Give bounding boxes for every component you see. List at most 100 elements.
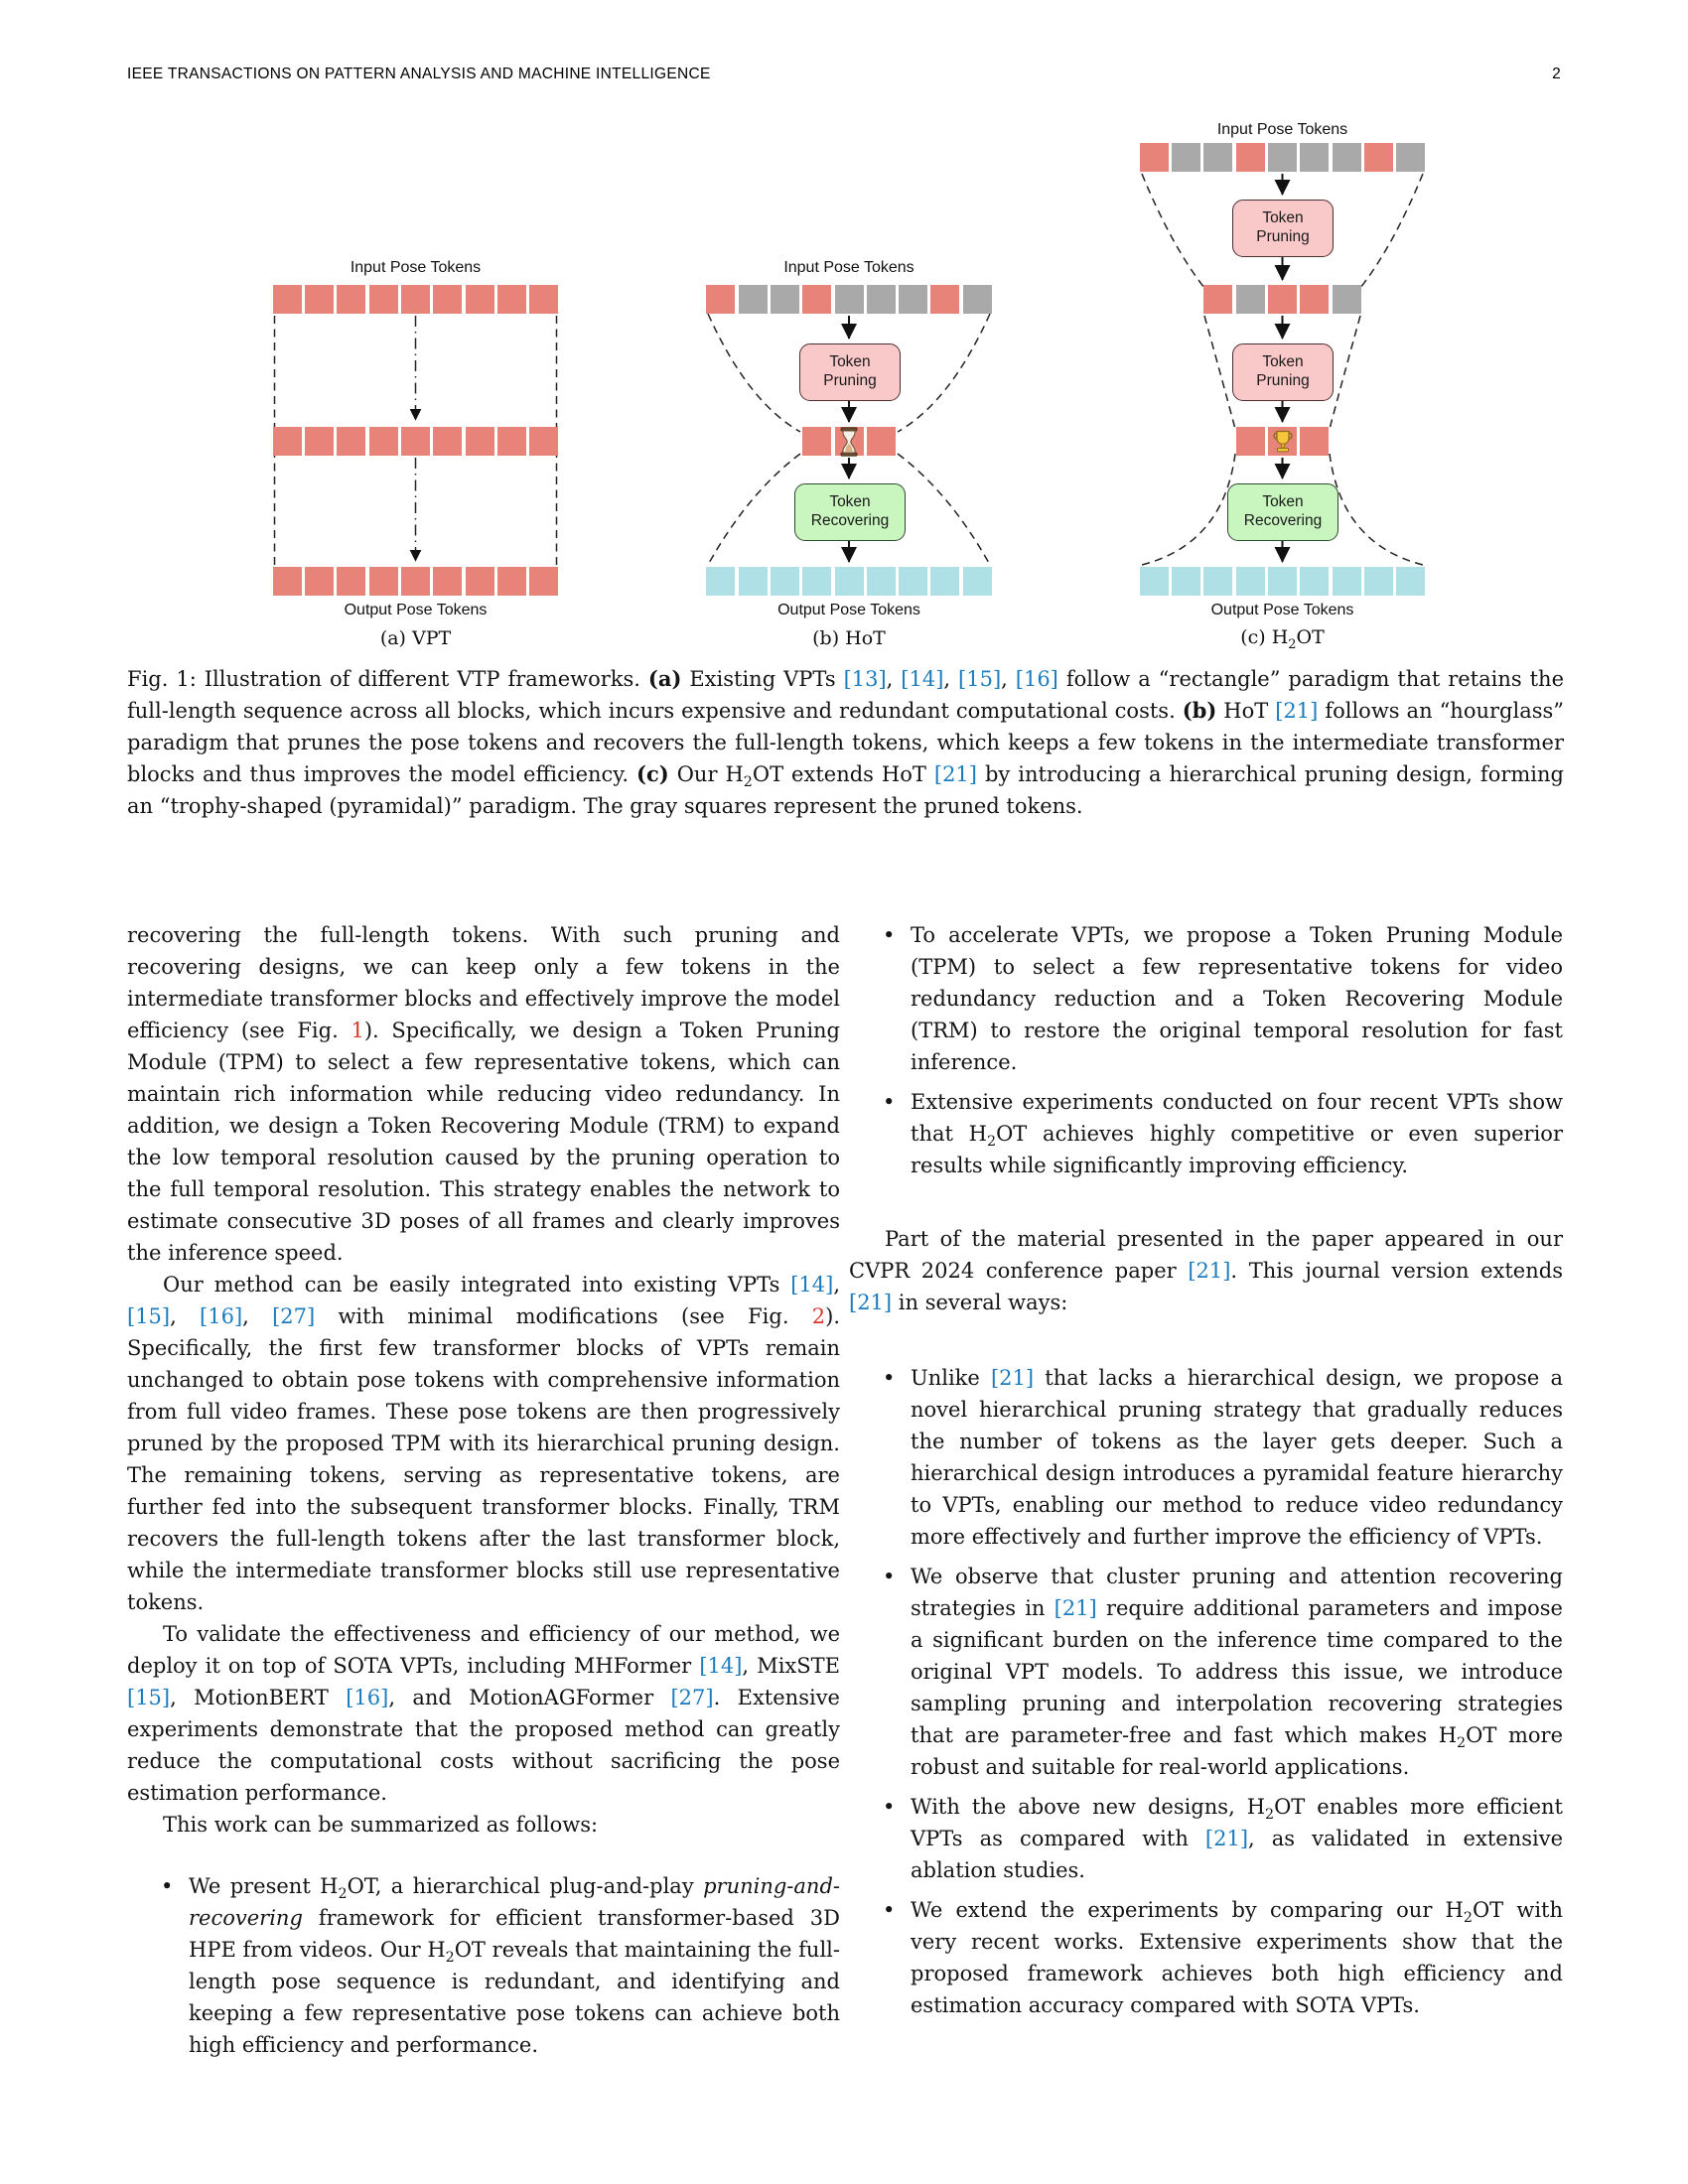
token-red [529, 427, 559, 456]
token-row-pruned [1140, 285, 1425, 314]
token-red [433, 427, 463, 456]
paragraph: Our method can be easily integrated into… [127, 1273, 840, 1614]
token-red [1363, 143, 1393, 172]
bullet-text: We extend the experiments by comparing o… [911, 1898, 1563, 2017]
token-cyan [1139, 567, 1169, 596]
bullet-item: •We extend the experiments by comparing … [849, 1894, 1563, 2021]
bullet-marker: • [883, 1565, 896, 1588]
token-cyan [738, 567, 768, 596]
citation-link[interactable]: [21] [1275, 699, 1319, 723]
token-row [706, 285, 992, 314]
token-red [1203, 285, 1233, 314]
citation-link[interactable]: [21] [933, 762, 977, 786]
token-gray [1172, 143, 1201, 172]
citation-link[interactable]: [16] [1015, 667, 1058, 691]
token-cyan [1235, 567, 1265, 596]
bullet-marker: • [883, 1366, 896, 1390]
token-row-bottleneck [706, 426, 992, 457]
citation-link[interactable]: [21] [1188, 1259, 1231, 1283]
citation-link[interactable]: [13] [843, 667, 887, 691]
bullet-text: We present H2OT, a hierarchical plug-and… [189, 1874, 840, 2057]
citation-link[interactable]: [14] [790, 1273, 834, 1297]
citation-link[interactable]: [15] [127, 1304, 171, 1328]
hourglass-icon [840, 426, 858, 457]
token-pruning-box-2: Token Pruning [1232, 343, 1334, 401]
token-red [433, 567, 463, 596]
token-gray [1396, 143, 1426, 172]
bullet-item: •To accelerate VPTs, we propose a Token … [849, 919, 1563, 1078]
figure-ref-link[interactable]: 2 [811, 1304, 826, 1328]
paragraph: Part of the material presented in the pa… [849, 1227, 1563, 1314]
token-row [1139, 567, 1426, 596]
token-red [433, 285, 463, 314]
token-gray [866, 285, 896, 314]
input-pose-tokens-label: Input Pose Tokens [350, 259, 482, 276]
token-red [496, 285, 526, 314]
citation-link[interactable]: [27] [272, 1304, 316, 1328]
diagram-hot: Input Pose Tokens Token Pruning Token Re… [706, 253, 992, 650]
token-cyan [1203, 567, 1233, 596]
token-pruning-box: Token Pruning [799, 343, 901, 401]
subfigure-caption-a: (a) VPT [379, 627, 452, 649]
token-red [802, 285, 832, 314]
token-cyan [1332, 567, 1361, 596]
token-red [305, 567, 335, 596]
token-gray [1332, 143, 1361, 172]
token-recovering-box: Token Recovering [1227, 483, 1338, 541]
token-red [496, 567, 526, 596]
token-red [305, 285, 335, 314]
citation-link[interactable]: [14] [699, 1654, 743, 1678]
input-pose-tokens-label: Input Pose Tokens [783, 259, 914, 276]
token-pruning-label: Token Pruning [823, 353, 877, 389]
token-cyan [1268, 567, 1297, 596]
output-pose-tokens-label: Output Pose Tokens [777, 602, 920, 618]
hot-connectors [707, 313, 991, 566]
token-red [272, 567, 302, 596]
paragraph: To validate the effectiveness and effici… [127, 1622, 840, 1805]
token-row [706, 567, 992, 596]
token-recovering-label: Token Recovering [810, 493, 890, 529]
token-red [465, 567, 494, 596]
token-red [930, 285, 960, 314]
token-red [305, 427, 335, 456]
citation-link[interactable]: [16] [346, 1686, 389, 1709]
citation-link[interactable]: [14] [901, 667, 944, 691]
token-red [465, 285, 494, 314]
token-row [1139, 143, 1426, 172]
token-row-bottleneck [1140, 427, 1425, 456]
figure-ref-link[interactable]: 1 [351, 1019, 364, 1042]
token-red [401, 567, 430, 596]
subfigure-caption-b: (b) HoT [812, 627, 886, 649]
token-red [337, 427, 366, 456]
bullet-item: • We present H2OT, a hierarchical plug-an… [127, 1870, 840, 2061]
citation-link[interactable]: [21] [1204, 1827, 1249, 1850]
token-pruning-box-1: Token Pruning [1232, 200, 1334, 257]
token-gray [962, 285, 992, 314]
citation-link[interactable]: [15] [958, 667, 1002, 691]
token-red [1139, 143, 1169, 172]
token-red [337, 285, 366, 314]
citation-link[interactable]: [27] [670, 1686, 714, 1709]
citation-link[interactable]: [21] [990, 1366, 1035, 1390]
paragraph: This work can be summarized as follows: [163, 1813, 599, 1837]
bullet-marker: • [161, 1874, 174, 1898]
bullet-item: •Unlike [21] that lacks a hierarchical d… [849, 1362, 1563, 1553]
citation-link[interactable]: [16] [200, 1304, 243, 1328]
text-column-right: •To accelerate VPTs, we propose a Token … [849, 919, 1563, 2021]
token-red [272, 285, 302, 314]
diagram-h2ot: Input Pose Tokens Token Pruning Token Pr… [1139, 117, 1426, 652]
token-red [529, 285, 559, 314]
diagram-vpt: Input Pose Tokens Output Pose Tokens (a)… [272, 253, 559, 650]
citation-link[interactable]: [21] [1054, 1596, 1097, 1620]
subfigure-caption-c: (c) H2OT [1240, 626, 1325, 652]
citation-link[interactable]: [15] [127, 1686, 171, 1709]
token-red [368, 427, 398, 456]
paragraph: recovering the full-length tokens. With … [127, 923, 840, 1265]
citation-link[interactable]: [21] [849, 1291, 893, 1314]
token-row [272, 285, 559, 314]
h2ot-connectors [1141, 173, 1424, 566]
token-red [1235, 427, 1265, 456]
running-head: IEEE TRANSACTIONS ON PATTERN ANALYSIS AN… [127, 66, 1561, 83]
bullet-marker: • [883, 1090, 896, 1114]
